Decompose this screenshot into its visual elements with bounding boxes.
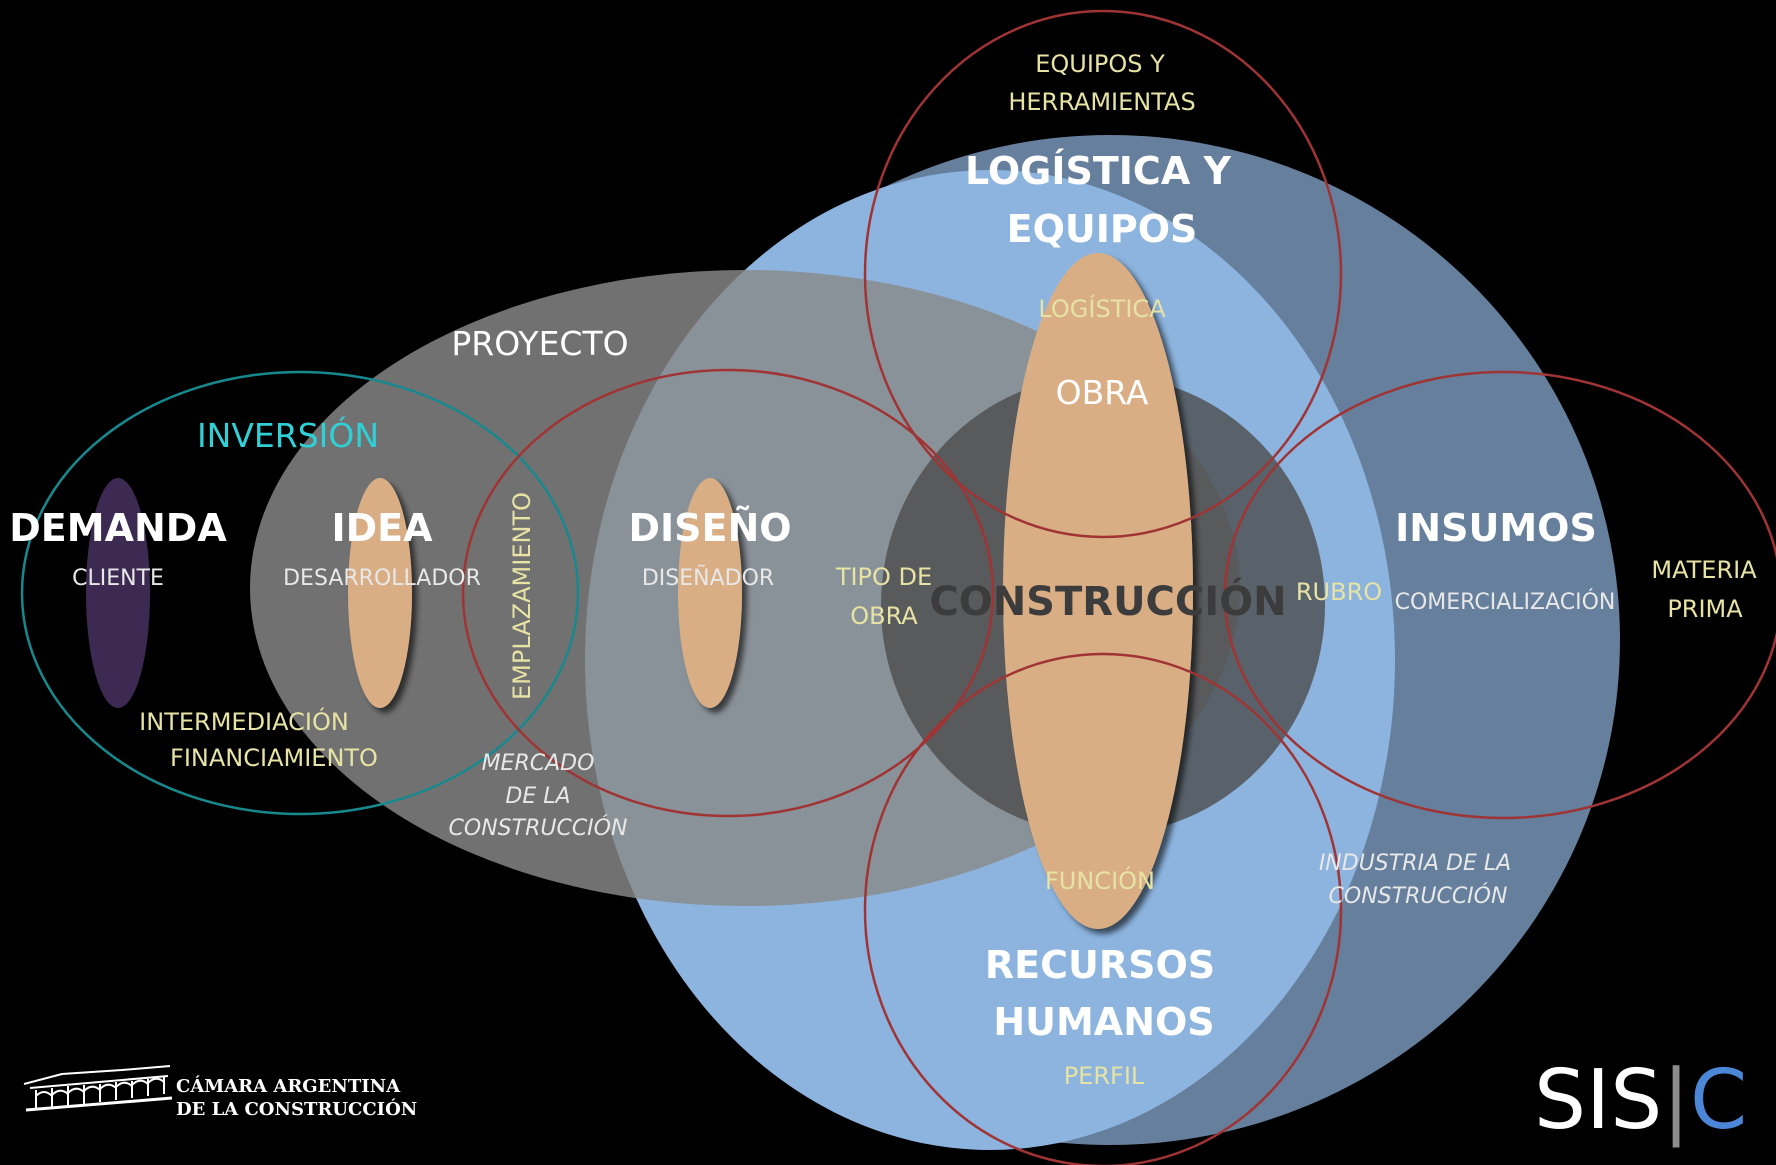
sisic-logo-sis: SIS [1534,1053,1662,1148]
recursos-title-2: HUMANOS [993,1000,1214,1044]
tipo-obra-label-1: TIPO DE [835,563,932,591]
logistica-ring [863,9,1343,539]
materia-prima-label-2: PRIMA [1667,595,1743,623]
inversion-label: INVERSIÓN [197,415,379,455]
diseno-title: DISEÑO [628,506,791,550]
camara-label-1: CÁMARA ARGENTINA [176,1074,401,1097]
tipo-obra-label-2: OBRA [850,602,918,630]
obra-ellipse [1003,253,1193,929]
insumos-sub: COMERCIALIZACIÓN [1395,589,1616,615]
logistica-title-2: EQUIPOS [1007,207,1198,251]
sisic-logo-c: C [1690,1053,1747,1148]
materia-prima-label-1: MATERIA [1651,556,1757,584]
recursos-title-1: RECURSOS [985,943,1215,987]
idea-title: IDEA [331,506,433,550]
inversion-ring [20,370,580,816]
sisic-logo-bar: | [1662,1053,1690,1148]
emplazamiento-label: EMPLAZAMIENTO [508,492,536,700]
financiamiento-label: FINANCIAMIENTO [170,744,378,772]
demanda-title: DEMANDA [9,506,227,550]
mercado-label-2: DE LA [505,784,570,809]
camara-label-2: DE LA CONSTRUCCIÓN [176,1097,417,1120]
recursos-sub: PERFIL [1064,1062,1145,1090]
demanda-ellipse [86,478,150,708]
construccion-title: CONSTRUCCIÓN [929,577,1286,625]
insumos-ring [1223,370,1776,820]
demanda-sub: CLIENTE [72,566,164,591]
industria-label-1: INDUSTRIA DE LA [1319,851,1511,876]
proyecto-label: PROYECTO [451,324,628,363]
recursos-ring [863,652,1343,1165]
intermediacion-label: INTERMEDIACIÓN [139,706,349,736]
camara-aqueduct-logo [23,1065,173,1112]
insumos-title: INSUMOS [1395,506,1597,550]
diseno-sub: DISEÑADOR [642,564,774,591]
sisic-logo: SIS|C [1534,1053,1747,1148]
idea-ellipse [348,478,412,708]
funcion-label: FUNCIÓN [1045,865,1155,895]
industria-label-2: CONSTRUCCIÓN [1329,883,1508,909]
diseno-ellipse [678,478,742,708]
logistica-title-1: LOGÍSTICA Y [965,149,1231,193]
equipos-label-1: EQUIPOS Y [1035,50,1165,78]
logistica-sub: LOGÍSTICA [1038,294,1166,323]
mercado-label-3: CONSTRUCCIÓN [449,815,628,841]
idea-sub: DESARROLLADOR [283,566,481,591]
equipos-label-2: HERRAMIENTAS [1008,88,1195,116]
mercado-label-1: MERCADO [482,751,595,776]
rubro-label: RUBRO [1296,578,1382,606]
diseno-ring [461,368,995,818]
obra-title: OBRA [1056,373,1149,412]
